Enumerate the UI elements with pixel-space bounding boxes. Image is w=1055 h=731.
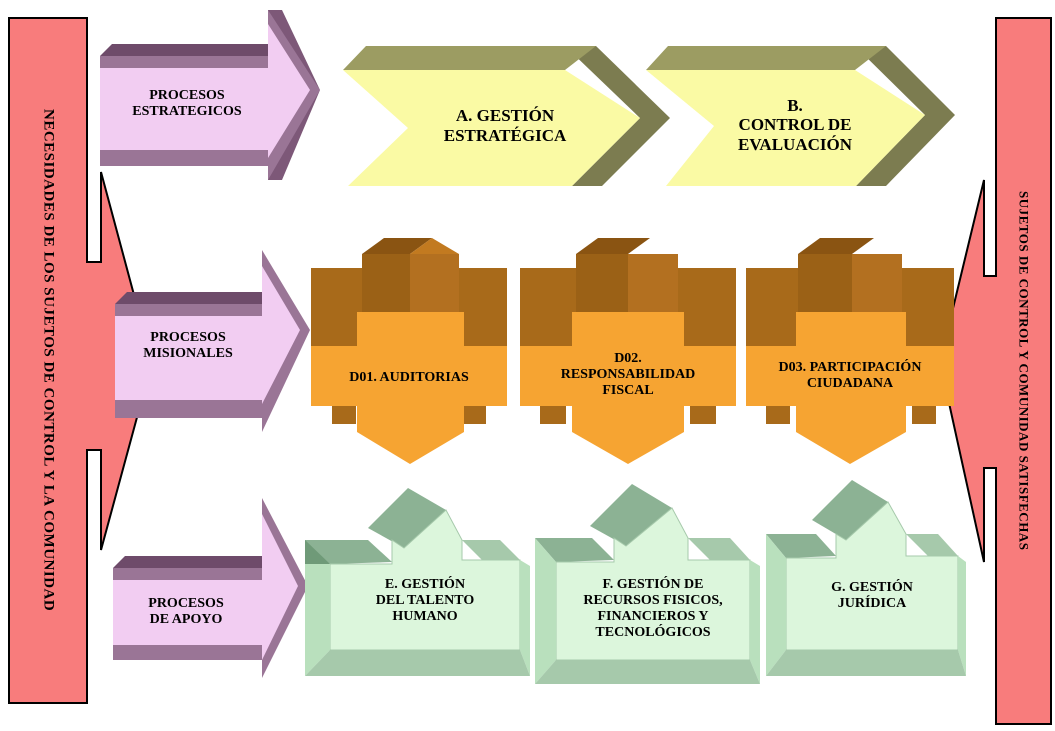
- missional-d03-label: D03. PARTICIPACIÓN CIUDADANA: [778, 359, 922, 391]
- category-estrategicos-label: PROCESOS ESTRATEGICOS: [132, 87, 242, 119]
- support-e-label: E. GESTIÓN DEL TALENTO HUMANO: [375, 576, 475, 625]
- missional-d03-wrap: D03. PARTICIPACIÓN CIUDADANA: [746, 350, 954, 402]
- chevron-gestion-estrategica: [343, 46, 670, 186]
- block-gestion-talento-humano: [305, 488, 530, 676]
- support-g-wrap: G. GESTIÓN JURÍDICA: [790, 570, 954, 622]
- right-satisfied-label: SUJETOS DE CONTROL Y COMUNIDAD SATISFECH…: [1016, 191, 1032, 551]
- category-misionales-label: PROCESOS MISIONALES: [143, 329, 233, 361]
- block-d01: [311, 238, 507, 464]
- category-apoyo-wrap: PROCESOS DE APOYO: [116, 582, 256, 642]
- category-arrow-estrategicos: [100, 10, 320, 180]
- strategic-a-wrap: A. GESTIÓN ESTRATÉGICA: [410, 96, 600, 156]
- category-apoyo-label: PROCESOS DE APOYO: [148, 595, 224, 627]
- category-misionales-wrap: PROCESOS MISIONALES: [118, 316, 258, 376]
- missional-d01-label: D01. AUDITORIAS: [349, 369, 469, 385]
- category-arrow-misionales: [115, 250, 310, 432]
- category-arrow-apoyo: [113, 498, 308, 678]
- support-f-label: F. GESTIÓN DE RECURSOS FISICOS, FINANCIE…: [583, 576, 723, 641]
- left-needs-label: NECESIDADES DE LOS SUJETOS DE CONTROL Y …: [40, 109, 57, 612]
- left-needs-label-wrap: NECESIDADES DE LOS SUJETOS DE CONTROL Y …: [9, 18, 87, 703]
- missional-d02-label: D02. RESPONSABILIDAD FISCAL: [560, 350, 696, 399]
- support-e-wrap: E. GESTIÓN DEL TALENTO HUMANO: [340, 566, 510, 636]
- strategic-b-wrap: B. CONTROL DE EVALUACIÓN: [710, 80, 880, 170]
- missional-d02-wrap: D02. RESPONSABILIDAD FISCAL: [520, 342, 736, 408]
- support-g-label: G. GESTIÓN JURÍDICA: [831, 579, 913, 611]
- support-f-wrap: F. GESTIÓN DE RECURSOS FISICOS, FINANCIE…: [560, 566, 746, 652]
- block-gestion-juridica: [766, 480, 966, 676]
- strategic-a-label: A. GESTIÓN ESTRATÉGICA: [443, 106, 567, 145]
- strategic-b-label: B. CONTROL DE EVALUACIÓN: [738, 95, 852, 154]
- left-needs-bar: [8, 17, 154, 704]
- block-d02: [520, 238, 736, 464]
- right-satisfied-label-wrap: SUJETOS DE CONTROL Y COMUNIDAD SATISFECH…: [996, 18, 1051, 724]
- block-gestion-recursos: [535, 484, 760, 684]
- category-estrategicos-wrap: PROCESOS ESTRATEGICOS: [112, 74, 262, 134]
- right-satisfied-bar: [938, 17, 1052, 725]
- chevron-control-evaluacion: [646, 46, 955, 186]
- missional-d01-wrap: D01. AUDITORIAS: [311, 356, 507, 400]
- block-d03: [746, 238, 954, 464]
